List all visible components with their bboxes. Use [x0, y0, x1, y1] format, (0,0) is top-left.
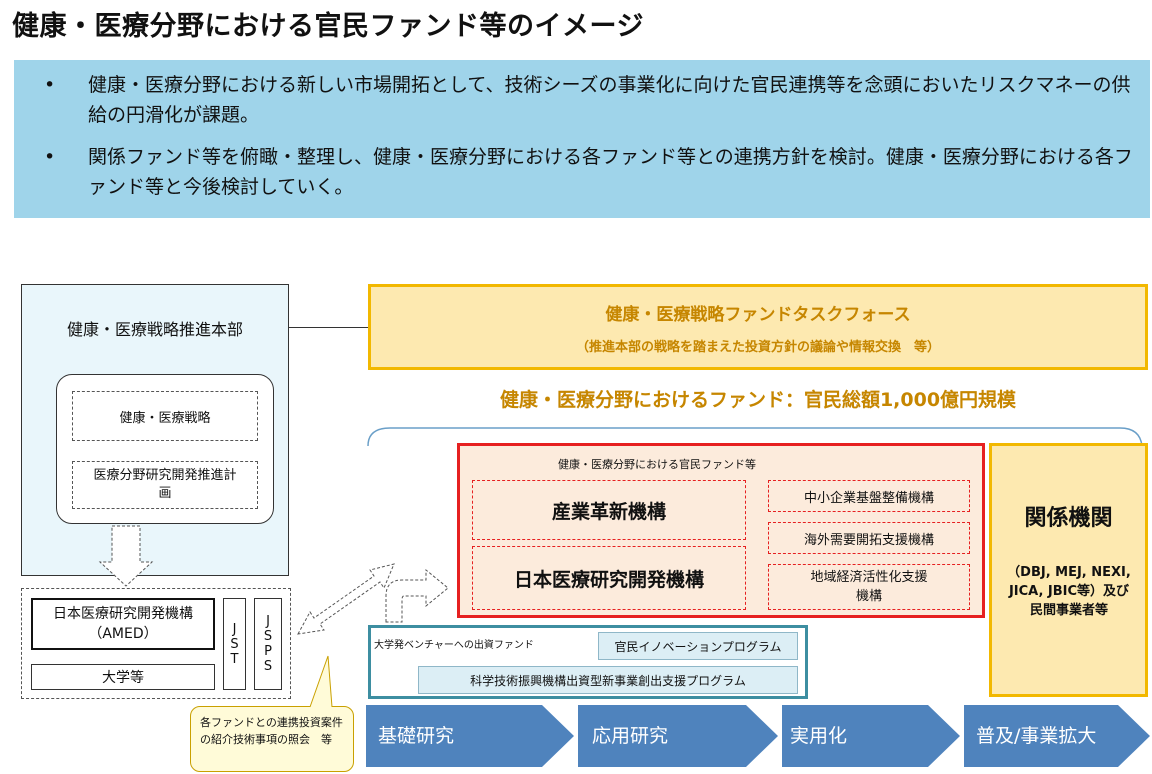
stage-label-4: 普及/事業拡大	[976, 725, 1097, 747]
fund-sme: 中小企業基盤整備機構	[768, 480, 970, 512]
stage-arrows	[366, 705, 1150, 767]
page-title: 健康・医療分野における官民ファンド等のイメージ	[12, 11, 644, 42]
stage-arrow-4	[964, 705, 1150, 767]
down-arrow-icon	[98, 525, 154, 587]
org-jst: JST	[223, 598, 246, 690]
taskforce-box	[368, 284, 1148, 370]
taskforce-subtitle: （推進本部の戦略を踏まえた投資方針の議論や情報交換 等）	[575, 339, 940, 355]
public-private-caption: 健康・医療分野における官民ファンド等	[558, 458, 756, 471]
stage-arrow-1	[366, 705, 574, 767]
hq-plan: 医療分野研究開発推進計画	[72, 461, 258, 509]
research-orgs-box	[21, 588, 291, 699]
fund-scale: 健康・医療分野におけるファンド：官民総額1,000億円規模	[499, 388, 1017, 411]
summary-text-2: 関係ファンド等を俯瞰・整理し、健康・医療分野における各ファンド等との連携方針を検…	[88, 146, 1133, 198]
summary-text-1: 健康・医療分野における新しい市場開拓として、技術シーズの事業化に向けた官民連携等…	[88, 74, 1131, 126]
jst-program: 科学技術振興機構出資型新事業創出支援プログラム	[418, 666, 798, 694]
stage-arrow-3	[782, 705, 960, 767]
org-amed: 日本医療研究開発機構（AMED）	[31, 598, 215, 650]
callout-box	[190, 706, 354, 772]
fund-amed: 日本医療研究開発機構	[472, 546, 746, 610]
callout-text: 各ファンドとの連携投資案件の紹介技術事項の照会 等	[200, 716, 343, 746]
hq-inner-box	[56, 374, 274, 524]
bullet-dot: •	[44, 74, 56, 96]
related-detail: （DBJ, MEJ, NEXI, JICA, JBIC等）及び民間事業者等	[1007, 564, 1131, 618]
bullet-dot: •	[44, 146, 56, 168]
stage-label-3: 実用化	[790, 725, 848, 747]
hq-strategy: 健康・医療戦略	[72, 391, 258, 441]
fund-revic: 地域経済活性化支援機構	[768, 564, 970, 610]
stage-arrow-2	[578, 705, 778, 767]
innovation-program: 官民イノベーションプログラム	[598, 632, 798, 660]
fund-incj: 産業革新機構	[472, 480, 746, 540]
connector-line	[289, 327, 368, 328]
summary-box: • 健康・医療分野における新しい市場開拓として、技術シーズの事業化に向けた官民連…	[14, 60, 1150, 218]
university-venture: 大学発ベンチャーへの出資ファンド	[374, 640, 534, 651]
related-title: 関係機関	[1024, 506, 1113, 531]
fund-cool-japan: 海外需要開拓支援機構	[768, 522, 970, 554]
stage-label-1: 基礎研究	[378, 725, 455, 747]
related-box	[989, 443, 1148, 697]
org-univ: 大学等	[31, 664, 215, 690]
org-jsps: JSPS	[254, 598, 282, 690]
brace	[367, 427, 1143, 447]
double-arrow-icon	[297, 563, 395, 635]
bent-arrow-icon	[385, 568, 449, 623]
callout-pointer	[309, 655, 333, 708]
hq-title: 健康・医療戦略推進本部	[66, 320, 243, 339]
public-private-box	[457, 443, 985, 618]
stage-label-2: 応用研究	[592, 725, 669, 747]
taskforce-title: 健康・医療戦略ファンドタスクフォース	[605, 304, 911, 325]
